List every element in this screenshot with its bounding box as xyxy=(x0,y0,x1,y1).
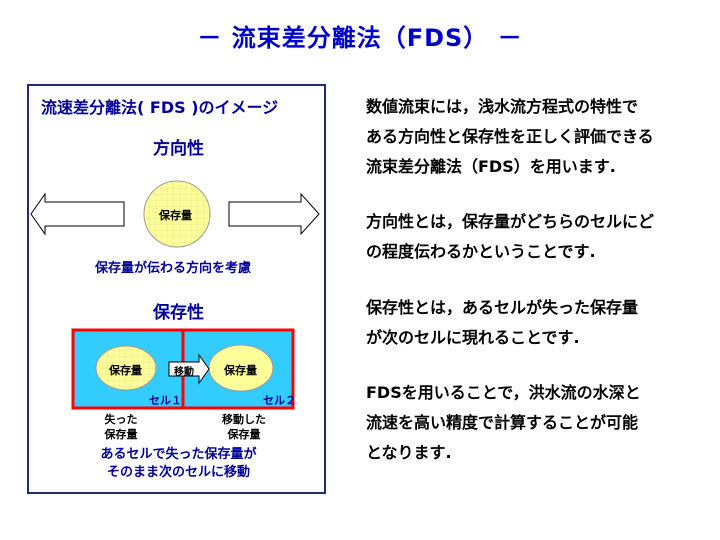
cell1-circle-label: 保存量 xyxy=(109,364,142,377)
move-arrow-shape xyxy=(168,353,210,385)
para3-line2: が次のセルに現れることです. xyxy=(366,328,580,347)
para4-line1: FDSを用いることで，洪水流の水深と xyxy=(366,383,641,402)
para1-line2: ある方向性と保存性を正しく評価できる xyxy=(366,127,654,146)
lost-line2: 保存量 xyxy=(104,428,138,441)
move-label: 移動 xyxy=(174,367,194,378)
direction-circle-label: 保存量 xyxy=(159,209,192,222)
moved-quantity-label: 移動した 保存量 xyxy=(209,412,279,442)
conservation-heading: 保存性 xyxy=(153,303,204,323)
moved-line2: 保存量 xyxy=(227,428,261,441)
para1-line3: 流束差分離法（FDS）を用います. xyxy=(366,157,616,176)
conservation-caption-line1: あるセルで失った保存量が xyxy=(100,447,257,462)
conservation-caption: あるセルで失った保存量が そのまま次のセルに移動 xyxy=(29,446,328,482)
paragraph-fds-benefit: FDSを用いることで，洪水流の水深と 流速を高い精度で計算することが可能 となり… xyxy=(366,378,706,468)
right-arrow-shape xyxy=(228,192,320,236)
fds-diagram-panel: 流速差分離法( FDS )のイメージ 方向性 保存量 保存量が伝わる方向を考慮 … xyxy=(27,84,326,494)
conservation-caption-line2: そのまま次のセルに移動 xyxy=(106,465,250,480)
paragraph-direction: 方向性とは，保存量がどちらのセルにど の程度伝わるかということです. xyxy=(366,207,706,267)
para4-line2: 流速を高い精度で計算することが可能 xyxy=(366,413,639,432)
cell1-label: セル１ xyxy=(149,394,182,407)
paragraph-fds-intro: 数値流束には，浅水流方程式の特性で ある方向性と保存性を正しく評価できる 流束差… xyxy=(366,92,706,182)
fds-diagram-graphics xyxy=(30,180,320,410)
slide-title: － 流束差分離法（FDS） － xyxy=(197,24,523,52)
para2-line2: の程度伝わるかということです. xyxy=(366,242,596,261)
direction-heading: 方向性 xyxy=(153,139,204,159)
left-arrow-shape xyxy=(30,192,125,236)
para4-line3: となります. xyxy=(366,443,452,462)
paragraph-conservation: 保存性とは，あるセルが失った保存量 が次のセルに現れることです. xyxy=(366,293,706,353)
cell2-circle-label: 保存量 xyxy=(224,364,257,377)
para2-line1: 方向性とは，保存量がどちらのセルにど xyxy=(366,212,655,231)
para1-line1: 数値流束には，浅水流方程式の特性で xyxy=(366,97,639,116)
lost-quantity-label: 失った 保存量 xyxy=(91,412,151,442)
para3-line1: 保存性とは，あるセルが失った保存量 xyxy=(366,298,639,317)
cell2-label: セル２ xyxy=(263,394,296,407)
direction-caption: 保存量が伝わる方向を考慮 xyxy=(95,261,252,276)
moved-line1: 移動した xyxy=(222,413,266,426)
cell2-circle xyxy=(208,344,274,392)
lost-line1: 失った xyxy=(104,413,138,426)
panel-title: 流速差分離法( FDS )のイメージ xyxy=(41,98,279,117)
